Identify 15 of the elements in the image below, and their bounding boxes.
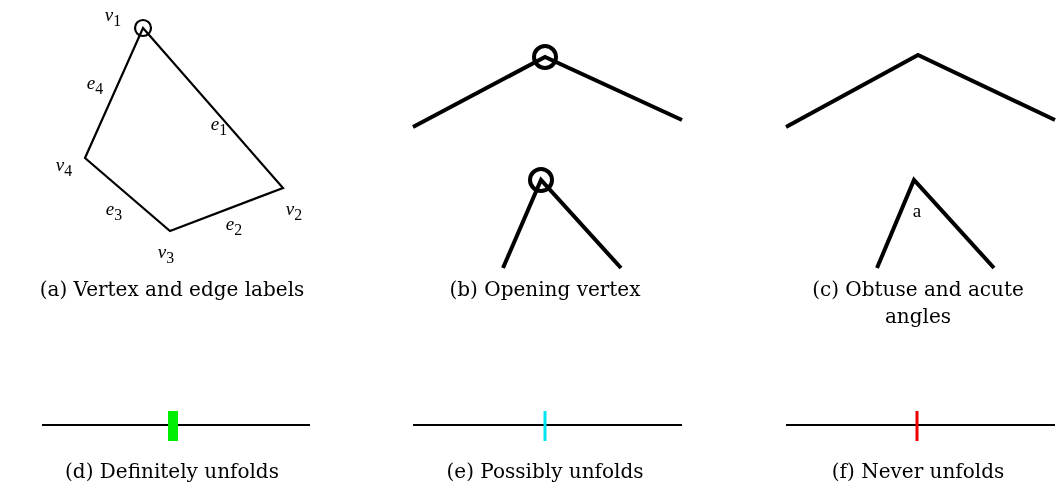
vertex-label: v$_{2}$: [285, 199, 303, 223]
caption: (f) Never unfolds: [831, 458, 1005, 485]
caption: (d) Definitely unfolds: [65, 458, 279, 485]
vertex-label: v$_{3}$: [157, 242, 175, 266]
side-label: e$_{4}$: [86, 73, 104, 97]
side-label: e$_{3}$: [105, 199, 123, 223]
caption: (c) Obtuse and acute angles: [811, 276, 1025, 330]
vertex-label: v$_{4}$: [55, 155, 73, 179]
caption: (a) Vertex and edge labels: [39, 276, 305, 303]
caption: (e) Possibly unfolds: [446, 458, 644, 485]
angle-label: a: [912, 200, 922, 220]
caption: (b) Opening vertex: [449, 276, 641, 303]
side-label: e$_{1}$: [210, 114, 228, 138]
side-label: e$_{2}$: [225, 214, 243, 238]
vertex-label: v$_{1}$: [104, 5, 122, 29]
